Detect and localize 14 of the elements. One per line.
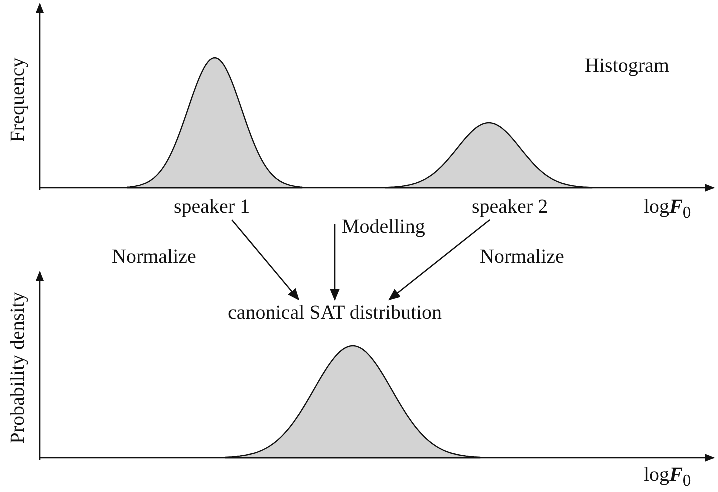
edge-label: Normalize xyxy=(480,246,564,268)
node-label: canonical SAT distribution xyxy=(228,302,442,324)
arrow xyxy=(388,220,490,301)
node-label: speaker 1 xyxy=(174,196,250,218)
chart-label: Histogram xyxy=(585,55,670,77)
axis-title: logF$_{0}$ xyxy=(644,196,692,222)
arrow xyxy=(232,220,300,301)
axis-title: Frequency xyxy=(7,58,29,142)
node-label: speaker 2 xyxy=(472,196,548,218)
axis-title: logF$_{0}$ xyxy=(644,464,692,490)
edge-label: Normalize xyxy=(112,246,196,268)
edge-label: Modelling xyxy=(342,216,426,238)
arrow xyxy=(330,224,340,301)
axis-title: Probability density xyxy=(7,292,29,444)
